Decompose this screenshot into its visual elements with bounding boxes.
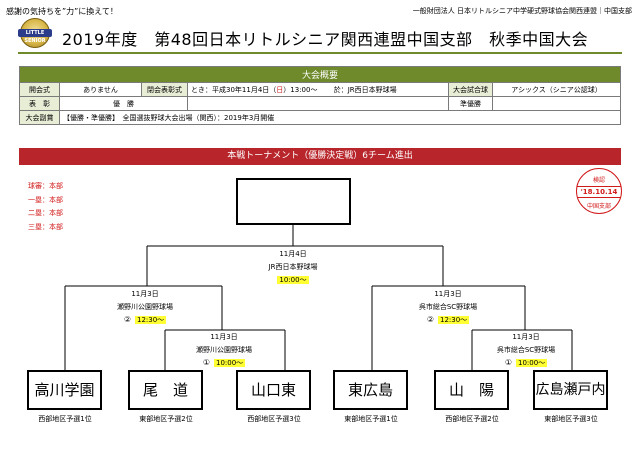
- semi-right-venue: 呉市総合SC野球場: [418, 303, 478, 311]
- organization-name: 一般財団法人 日本リトルシニア中学硬式野球協会関西連盟｜中国支部: [412, 7, 632, 15]
- semi-right-no: ②: [426, 315, 434, 324]
- award-label: 表 彰: [19, 96, 60, 111]
- team-rank: 西部地区予選3位: [247, 415, 301, 423]
- team-rank: 西部地区予選2位: [445, 415, 499, 423]
- semi-right-time: 12:30～: [437, 316, 470, 324]
- stamp-date: '18.10.14: [577, 186, 621, 198]
- logo-text: LITTLE SENIOR: [24, 30, 46, 44]
- closing-place: 於：JR西日本野球場: [333, 85, 397, 94]
- overview-table: 大会概要 開会式 ありません 閉会表彰式 とき：平成30年11月4日（日）13:…: [19, 66, 621, 125]
- team-rank: 東部地区予選2位: [139, 415, 193, 423]
- logo-band: [18, 29, 52, 37]
- team-box: 山口東: [236, 370, 311, 410]
- qf-right-date: 11月3日: [512, 333, 540, 341]
- slogan: 感謝の気持ちを”力”に換えて！: [6, 7, 118, 16]
- ball-label: 大会試合球: [448, 82, 493, 97]
- team-rank: 東部地区予選3位: [544, 415, 598, 423]
- team-box: 東広島: [333, 370, 408, 410]
- prize-label: 大会副賞: [19, 110, 60, 125]
- umpire-second: 二塁：本部: [28, 209, 63, 217]
- closing-date: とき：平成30年11月4日（: [191, 85, 277, 94]
- final-date: 11月4日: [279, 250, 307, 258]
- page-title: 2019年度 第48回日本リトルシニア関西連盟中国支部 秋季中国大会: [62, 30, 589, 49]
- umpire-list: 球審：本部 一塁：本部 二塁：本部 三塁：本部: [28, 180, 63, 234]
- closing-label: 閉会表彰式: [141, 82, 188, 97]
- prize-value: 【優勝・準優勝】 全国選抜野球大会出場（関西）：2019年3月開催: [59, 110, 621, 125]
- team-rank: 西部地区予選1位: [38, 415, 92, 423]
- closing-day: 日: [276, 85, 284, 94]
- final-venue: JR西日本野球場: [268, 263, 318, 271]
- stamp-line1: 検認: [592, 177, 605, 184]
- qf-right-time: 10:00～: [515, 359, 548, 367]
- qf-right-no: ①: [504, 358, 512, 367]
- team-box: 高川学園: [27, 370, 102, 410]
- team-box: 山 陽: [434, 370, 509, 410]
- final-info: 11月4日 JR西日本野球場 10:00～: [243, 249, 343, 285]
- semi-right-date: 11月3日: [434, 290, 462, 298]
- opening-label: 開会式: [19, 82, 60, 97]
- umpire-plate: 球審：本部: [28, 182, 63, 190]
- qf-left-time: 10:00～: [213, 359, 246, 367]
- closing-time: ）13:00～: [283, 85, 318, 94]
- overview-heading: 大会概要: [19, 66, 621, 83]
- qf-right-venue: 呉市総合SC野球場: [496, 346, 556, 354]
- team-rank: 東部地区予選1位: [344, 415, 398, 423]
- team-box: 広島瀬戸内: [533, 370, 608, 410]
- qf-left-date: 11月3日: [210, 333, 238, 341]
- approval-stamp: 検認 '18.10.14 中国支部: [576, 168, 622, 214]
- title-divider: [18, 52, 622, 54]
- umpire-third: 三塁：本部: [28, 222, 63, 231]
- qf-left-venue: 瀬野川公園野球場: [196, 346, 252, 354]
- final-time: 10:00～: [277, 276, 309, 284]
- champion-box: [236, 178, 351, 225]
- stamp-line3: 中国支部: [586, 203, 611, 210]
- semi-left-time: 12:30～: [134, 316, 167, 324]
- qf-left-no: ①: [202, 358, 210, 367]
- semi-left-date: 11月3日: [131, 290, 159, 298]
- semi-left-no: ②: [123, 315, 131, 324]
- tournament-heading: 本戦トーナメント（優勝決定戦）6チーム進出: [19, 148, 621, 165]
- semi-left-venue: 瀬野川公園野球場: [117, 303, 173, 311]
- team-box: 尾 道: [128, 370, 203, 410]
- umpire-first: 一塁：本部: [28, 195, 63, 204]
